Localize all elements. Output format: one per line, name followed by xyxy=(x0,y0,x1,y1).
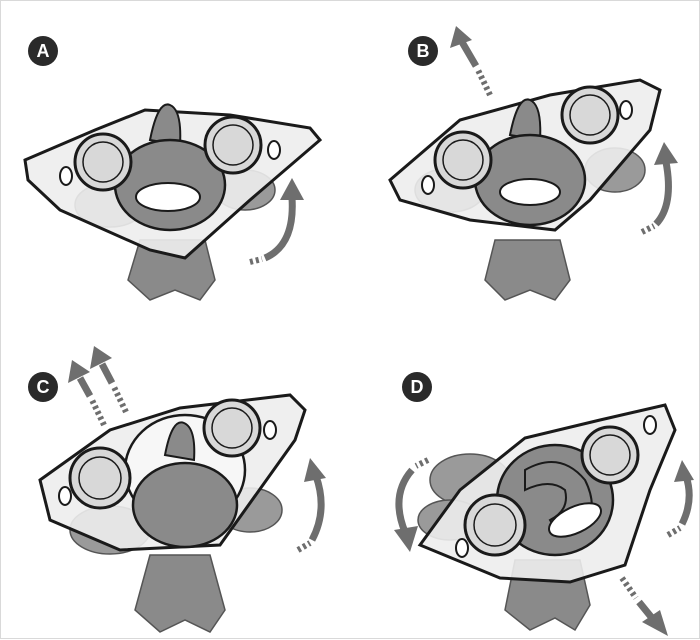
panel-a-illustration xyxy=(0,0,350,320)
panel-c-illustration xyxy=(0,320,350,640)
panel-b: B xyxy=(350,0,700,320)
panel-b-illustration xyxy=(350,0,700,320)
panel-c: C xyxy=(0,320,350,640)
panel-a: A xyxy=(0,0,350,320)
panel-d: D xyxy=(350,320,700,640)
panel-d-illustration xyxy=(350,320,700,640)
